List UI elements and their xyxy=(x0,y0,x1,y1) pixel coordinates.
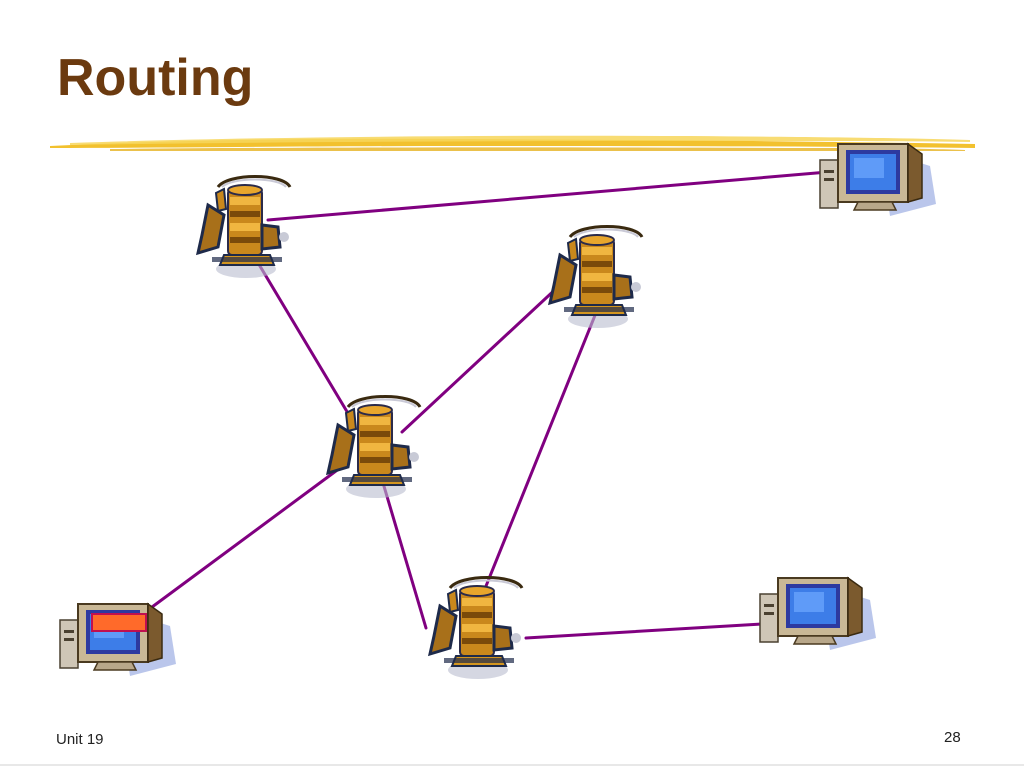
link-router3-computer-bottom-left xyxy=(146,466,342,612)
page-number: 28 xyxy=(944,729,961,746)
computer-bottom-right-icon xyxy=(759,577,877,651)
slide-title: Routing xyxy=(57,49,254,107)
router-4-icon xyxy=(428,576,524,681)
footer-unit-label: Unit 19 xyxy=(56,731,104,748)
router-3-icon xyxy=(326,395,422,500)
link-router2-router3 xyxy=(400,270,576,434)
router-1-icon xyxy=(196,175,292,280)
computer-top-right-icon xyxy=(819,143,937,217)
link-router2-router4 xyxy=(480,286,608,598)
link-router1-computer-top-right xyxy=(266,170,830,222)
data-packet xyxy=(91,613,147,632)
router-2-icon xyxy=(548,225,644,330)
link-router4-computer-bottom-right xyxy=(524,622,764,640)
title-underline-stroke xyxy=(50,135,975,151)
bottom-divider xyxy=(0,764,1024,766)
